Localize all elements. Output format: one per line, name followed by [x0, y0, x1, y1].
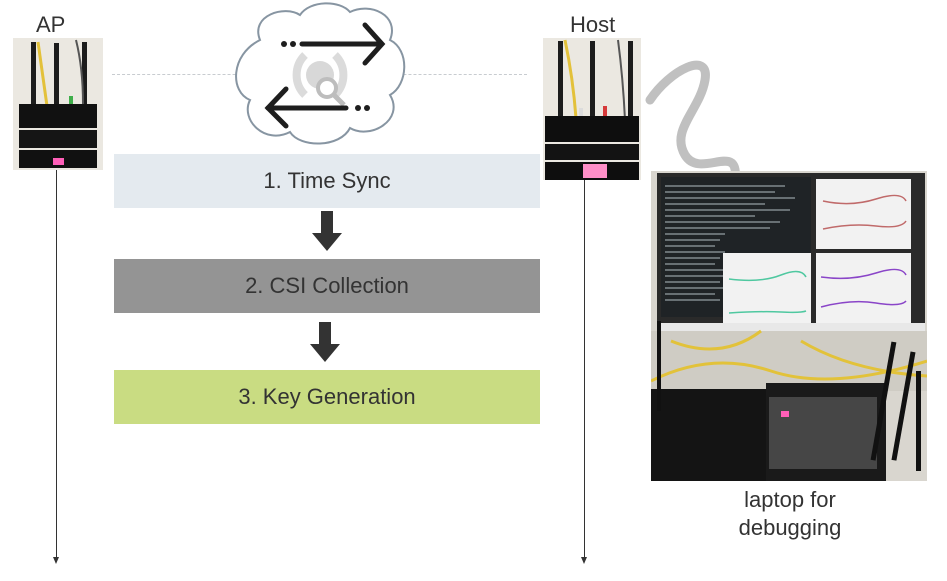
host-lifeline-arrowhead-icon: [581, 557, 587, 564]
host-lifeline: [584, 180, 585, 558]
host-router-photo: [543, 38, 641, 180]
step-csi-collection: 2. CSI Collection: [114, 259, 540, 313]
ap-label: AP: [36, 12, 66, 37]
laptop-testbed-photo: [651, 171, 927, 481]
step-key-generation: 3. Key Generation: [114, 370, 540, 424]
step-key-generation-label: 3. Key Generation: [238, 384, 416, 409]
step-time-sync: 1. Time Sync: [114, 154, 540, 208]
laptop-caption-line2: debugging: [738, 515, 842, 540]
step-time-sync-label: 1. Time Sync: [263, 168, 391, 193]
laptop-caption-line1: laptop for: [744, 487, 836, 512]
flow-arrow-2-icon: [310, 322, 340, 364]
wireless-exchange-cloud-icon: [230, 0, 410, 150]
step-csi-collection-label: 2. CSI Collection: [245, 273, 409, 298]
ap-router-photo: [13, 38, 103, 170]
ap-lifeline-arrowhead-icon: [53, 557, 59, 564]
ethernet-cable: [630, 40, 750, 190]
host-label: Host: [570, 12, 616, 37]
laptop-caption: laptop for debugging: [700, 486, 880, 542]
ap-lifeline: [56, 170, 57, 558]
flow-arrow-1-icon: [312, 211, 342, 253]
